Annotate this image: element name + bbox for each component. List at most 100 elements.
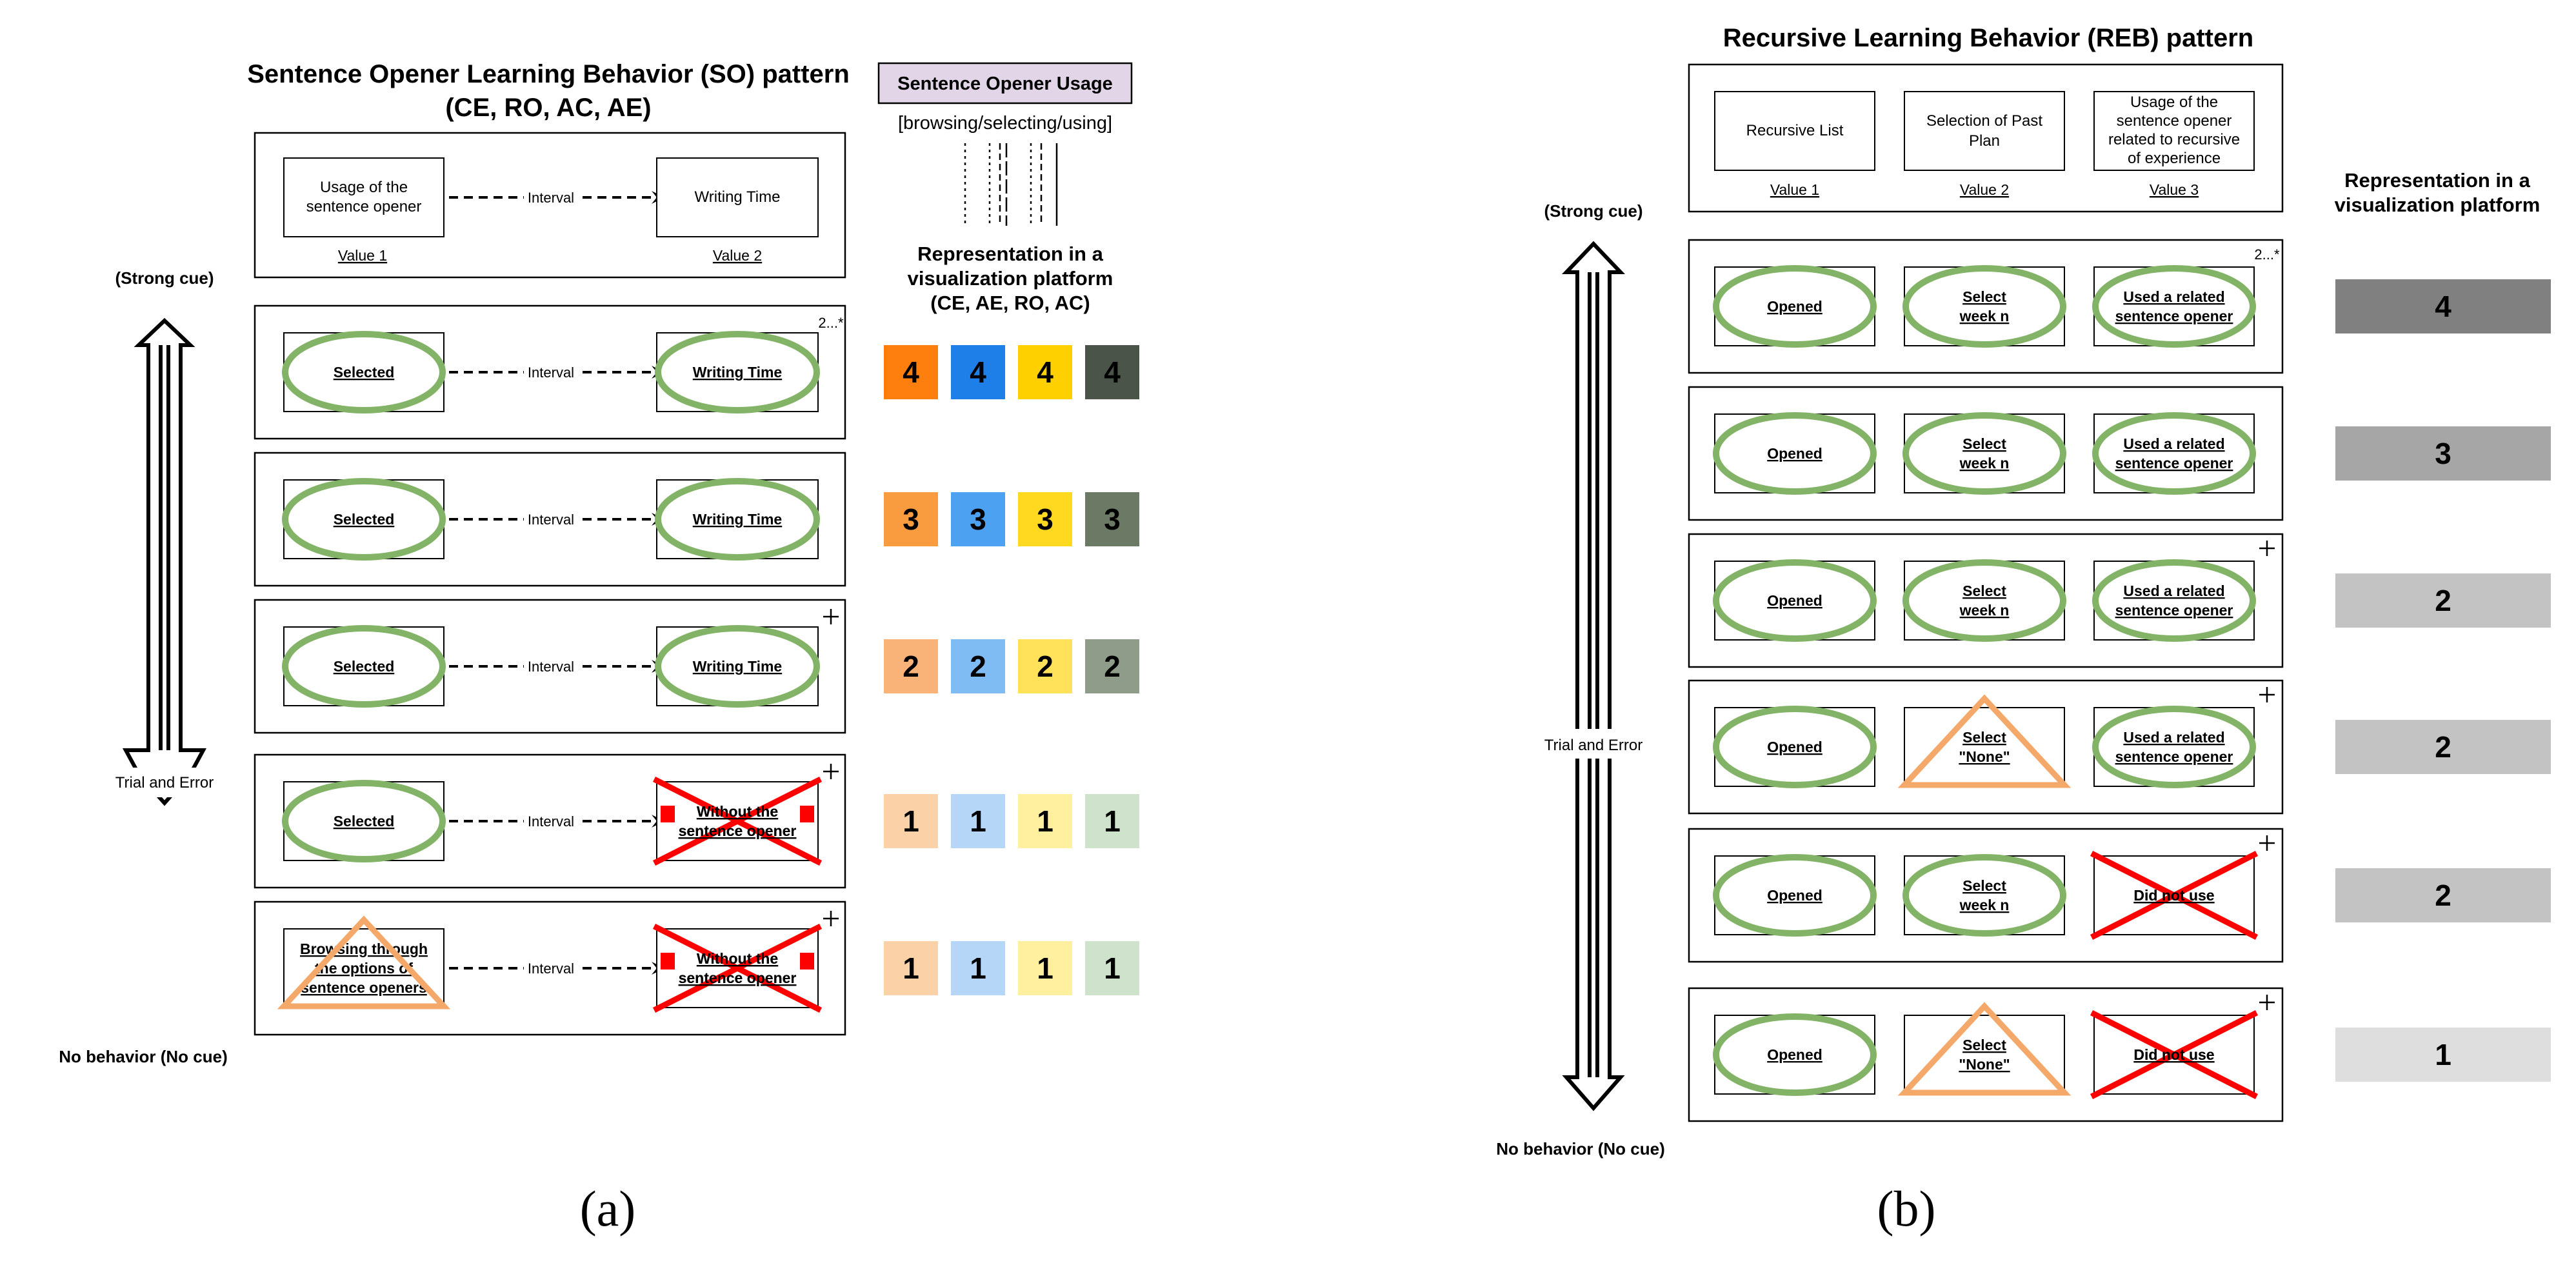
a-row-interval-bg	[524, 363, 578, 381]
b-row-1-v1-label: Opened	[1767, 298, 1822, 315]
a-level-label: 1	[1104, 951, 1121, 985]
a-level-square	[1018, 492, 1072, 546]
b-level-bar	[2335, 279, 2551, 333]
a-row-1-badge: 2...*	[818, 315, 844, 331]
a-level-label: 4	[970, 355, 986, 389]
a-level-square	[884, 941, 938, 995]
b-row-5-v2-ellipse-mark	[1902, 854, 2066, 937]
b-row-5-v3-label-top: Did not use	[2133, 887, 2214, 904]
strong-cue-label-b: (Strong cue)	[1544, 201, 1642, 221]
b-row-5-v2-label: week n	[1959, 897, 2010, 913]
b-row-6-v2-box	[1904, 1015, 2065, 1095]
a-row-2-right-ellipse-mark	[655, 478, 820, 561]
panel-b-title: Recursive Learning Behavior (REB) patter…	[1723, 24, 2253, 52]
a-level-label: 1	[903, 804, 919, 838]
b-level-label: 1	[2435, 1038, 2451, 1071]
a-level-label: 1	[1037, 804, 1053, 838]
a-level-label: 1	[1104, 804, 1121, 838]
b-row-1-v2-label: week n	[1959, 308, 2010, 324]
b-row-1-v3-label: Used a related	[2123, 288, 2224, 305]
a-level-square	[1018, 794, 1072, 848]
b-row-2-v3-label: sentence opener	[2115, 455, 2233, 472]
b-row-6-v3-label-top: Did not use	[2133, 1046, 2214, 1063]
a-row-5-left-triangle-mark	[277, 915, 451, 1009]
b-row-6-v2-label: Select	[1962, 1037, 2006, 1053]
a-row-5-left-label: Browsing through	[300, 940, 428, 957]
b-level-label: 3	[2435, 437, 2451, 470]
a-level-square	[884, 345, 938, 399]
b-row-2-v1-ellipse-mark	[1713, 412, 1877, 495]
a-level-label: 1	[1037, 951, 1053, 985]
a-row-4-right-label-top: Without the	[697, 803, 778, 820]
b-level-bar	[2335, 426, 2551, 481]
panel-a-header-box: Usage of the sentence opener Interval Wr…	[254, 132, 846, 279]
b-level-label: 2	[2435, 730, 2451, 764]
b-level-bar	[2335, 868, 2551, 922]
rep-title-a-line1: Representation in a	[917, 243, 1103, 265]
a-level-square	[951, 492, 1005, 546]
a-level-label: 4	[1104, 355, 1121, 389]
a-row-4-left-ellipse-mark	[282, 780, 446, 862]
b-row-2-v2-label: week n	[1959, 455, 2010, 472]
a-row-4-left-label: Selected	[334, 813, 395, 830]
a-level-label: 3	[1037, 502, 1053, 536]
b-row-6-v2-label: "None"	[1959, 1056, 2010, 1073]
a-row-frame	[254, 452, 846, 587]
a-level-square	[884, 639, 938, 693]
b-row-4-v2-triangle-mark	[1897, 694, 2072, 788]
a-row-interval-label: Interval	[528, 512, 574, 528]
a-row-5-right-label-top: Without the	[697, 950, 778, 967]
a-level-square	[1085, 492, 1139, 546]
b-row-3-v3-label: sentence opener	[2115, 602, 2233, 619]
b-row-1-v3-ellipse-mark	[2092, 265, 2256, 348]
trial-error-label-a: Trial and Error	[115, 774, 214, 791]
a-row-4-right-label-top: sentence opener	[679, 822, 797, 839]
caption-a: (a)	[580, 1180, 636, 1237]
b-row-4-v3-ellipse-mark	[2092, 706, 2256, 788]
a-level-label: 4	[1037, 355, 1053, 389]
b-header-v3-line1: Usage of the	[2130, 94, 2218, 111]
header-value2: Writing Time	[695, 188, 781, 206]
a-level-label: 2	[903, 650, 919, 683]
a-row-5-right-label-top: sentence opener	[679, 970, 797, 986]
a-row-interval-label: Interval	[528, 813, 574, 830]
b-header-v1-label: Value 1	[1770, 181, 1819, 198]
b-level-label: 4	[2435, 290, 2451, 323]
b-row-1-v1-ellipse-mark	[1713, 265, 1877, 348]
a-row-interval-bg	[524, 812, 578, 830]
trial-error-label-b: Trial and Error	[1544, 737, 1642, 754]
b-row-2-v2-label: Select	[1962, 435, 2006, 452]
b-row-4-v2-label: Select	[1962, 729, 2006, 746]
a-row-2-right-label: Writing Time	[693, 511, 782, 528]
a-row-2-left-ellipse-mark	[282, 478, 446, 561]
rep-title-b-line2: visualization platform	[2335, 194, 2541, 216]
b-row-1-v2-label: Select	[1962, 288, 2006, 305]
a-level-label: 1	[970, 804, 986, 838]
b-level-bar	[2335, 573, 2551, 628]
a-level-label: 3	[970, 502, 986, 536]
a-level-square	[884, 492, 938, 546]
header-value1-line2: sentence opener	[306, 198, 422, 215]
a-row-3-left-ellipse-mark	[282, 625, 446, 708]
a-level-label: 3	[903, 502, 919, 536]
a-row-3-right-label: Writing Time	[693, 658, 782, 675]
b-level-bar	[2335, 720, 2551, 774]
a-row-interval-label: Interval	[528, 960, 574, 977]
panel-a: Sentence Opener Learning Behavior (SO) p…	[59, 60, 1139, 1237]
b-row-1-v3-label: sentence opener	[2115, 308, 2233, 324]
a-row-4: Selected Interval Without the sentence open…	[254, 753, 846, 889]
panel-b-header-box: Recursive List Selection of Past Plan Us…	[1688, 63, 2284, 213]
a-row-2-left-label: Selected	[334, 511, 395, 528]
b-row-frame	[1688, 533, 2284, 668]
b-row-5-v1-ellipse-mark	[1713, 854, 1877, 937]
b-header-v2-label: Value 2	[1960, 181, 2009, 198]
b-header-v3-line3: related to recursive	[2108, 131, 2240, 148]
a-level-label: 1	[903, 951, 919, 985]
a-level-label: 3	[1104, 502, 1121, 536]
a-level-square	[1085, 345, 1139, 399]
b-row-3-v2-label: week n	[1959, 602, 2010, 619]
